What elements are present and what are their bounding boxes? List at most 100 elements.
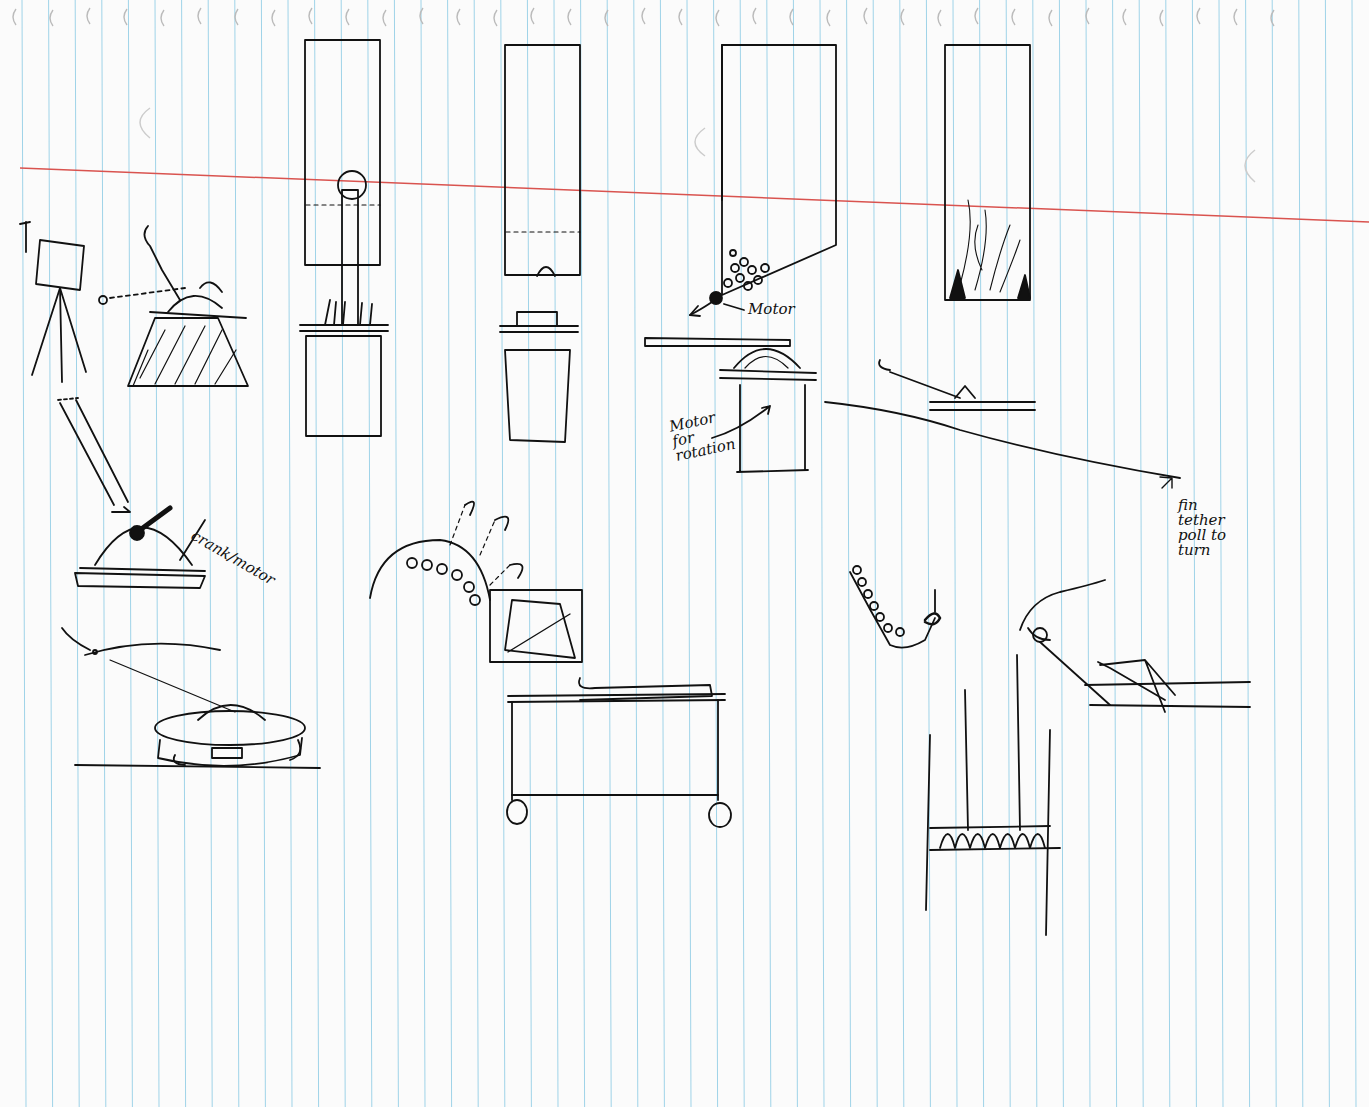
spinning-disc — [62, 628, 320, 768]
tower-with-dome-part — [506, 231, 580, 232]
ruled-lines-part — [607, 0, 611, 1107]
ball-arc-cart-part — [464, 582, 474, 592]
ruled-lines-part — [980, 0, 984, 1107]
ball-hopper-part — [736, 274, 744, 282]
ruled-lines-part — [49, 0, 53, 1107]
chute-spring-part — [965, 690, 968, 830]
ball-hopper-part — [720, 378, 816, 380]
tripod-screen — [20, 222, 185, 382]
torn-edge-part — [901, 9, 904, 25]
spinning-disc-part — [198, 705, 265, 720]
ruled-lines-part — [793, 0, 797, 1107]
tripod-screen-part — [36, 240, 84, 290]
paper-dent-part — [140, 108, 150, 138]
torn-edge-part — [531, 8, 534, 24]
ball-arc-cart-part — [490, 590, 582, 662]
spinning-disc-part — [93, 650, 97, 654]
torn-edge-part — [753, 8, 756, 24]
torn-edge-part — [309, 8, 312, 24]
ball-arc-cart-part — [437, 564, 447, 574]
chute-spring-part — [930, 848, 1060, 850]
flame-chamber-part — [955, 386, 975, 398]
tower-with-dome-part — [500, 331, 578, 333]
torn-edge-part — [87, 8, 90, 24]
ruled-lines-part — [1033, 0, 1037, 1107]
spinning-disc-part — [62, 628, 90, 650]
chute-spring-part — [926, 735, 930, 910]
ruled-lines-part — [128, 0, 132, 1107]
ruled-lines-part — [315, 0, 319, 1107]
chute-spring-part — [1046, 730, 1050, 935]
tripod-screen-part — [25, 222, 27, 252]
tower-with-pole-part — [300, 324, 388, 326]
ball-hopper — [645, 45, 836, 472]
tower-with-pole-part — [306, 336, 381, 436]
chute-spring-part — [853, 566, 861, 574]
ball-hopper-part — [744, 282, 752, 290]
ball-arc-cart — [370, 502, 731, 827]
margin-line — [20, 168, 1369, 222]
ball-hopper-part — [690, 306, 700, 316]
ball-hopper-part — [712, 406, 770, 438]
torn-edge-part — [642, 8, 645, 24]
torn-edge-part — [235, 9, 238, 25]
torn-edge-part — [13, 9, 16, 25]
paper-dent-part — [695, 128, 705, 156]
ball-arc-cart-part — [470, 595, 480, 605]
ball-hopper-part — [745, 357, 788, 369]
tripod-screen-part — [60, 288, 62, 382]
ruled-lines-part — [1113, 0, 1117, 1107]
tower-with-dome-part — [500, 325, 578, 327]
chute-spring-part — [850, 572, 935, 648]
tower-with-dome-part — [505, 350, 570, 442]
torn-edge-part — [1086, 8, 1089, 24]
tether-launcher — [1020, 580, 1250, 712]
ball-arc-cart-part — [709, 803, 731, 827]
spinning-disc-part — [174, 740, 300, 765]
chute-spring-part — [864, 590, 872, 598]
tower-with-pole — [300, 40, 388, 436]
ruled-lines-part — [714, 0, 718, 1107]
chute-spring-part — [896, 628, 904, 636]
ruled-lines-part — [1352, 0, 1356, 1107]
trapezoid-launcher — [128, 226, 248, 386]
crank-arm-part — [80, 568, 205, 571]
torn-edge-part — [1123, 9, 1126, 25]
ball-hopper-part — [761, 264, 769, 272]
ball-hopper-part — [645, 338, 790, 346]
flame-chamber-part — [960, 200, 1020, 292]
spinning-disc-part — [85, 644, 220, 655]
torn-edge-part — [494, 10, 497, 26]
ball-hopper-part — [724, 279, 732, 287]
flame-chamber-part — [945, 45, 1030, 300]
ruled-lines-part — [474, 0, 478, 1107]
ball-arc-cart-part — [422, 560, 432, 570]
torn-edge-part — [790, 9, 793, 25]
chute-spring-part — [1017, 655, 1020, 830]
torn-edge-part — [457, 9, 460, 25]
tether-launcher-part — [1085, 682, 1250, 685]
torn-edge-part — [50, 10, 53, 26]
flame-chamber-part — [890, 372, 960, 398]
chute-spring-part — [925, 613, 940, 624]
ball-arc-cart-part — [452, 570, 462, 580]
handwritten-note: fin tether poll to turn — [1178, 498, 1248, 558]
tether-line — [825, 402, 1180, 488]
tower-with-dome-part — [537, 267, 555, 276]
torn-edge-part — [864, 8, 867, 24]
ball-arc-cart-part — [717, 700, 719, 800]
tether-launcher-part — [1020, 580, 1105, 630]
handwritten-note: crank/motor — [189, 528, 238, 565]
spinning-disc-part — [155, 711, 305, 745]
torn-edge-part — [827, 10, 830, 26]
tether-launcher-part — [1028, 628, 1050, 640]
tower-with-dome-part — [517, 312, 557, 326]
ruled-lines-part — [1086, 0, 1090, 1107]
spinning-disc-part — [158, 738, 302, 766]
ball-arc-cart-part — [507, 800, 527, 824]
crank-arm-part — [76, 400, 128, 502]
chute-spring-part — [884, 624, 892, 632]
tripod-screen-part — [60, 288, 86, 372]
tower-with-dome-part — [505, 45, 580, 275]
